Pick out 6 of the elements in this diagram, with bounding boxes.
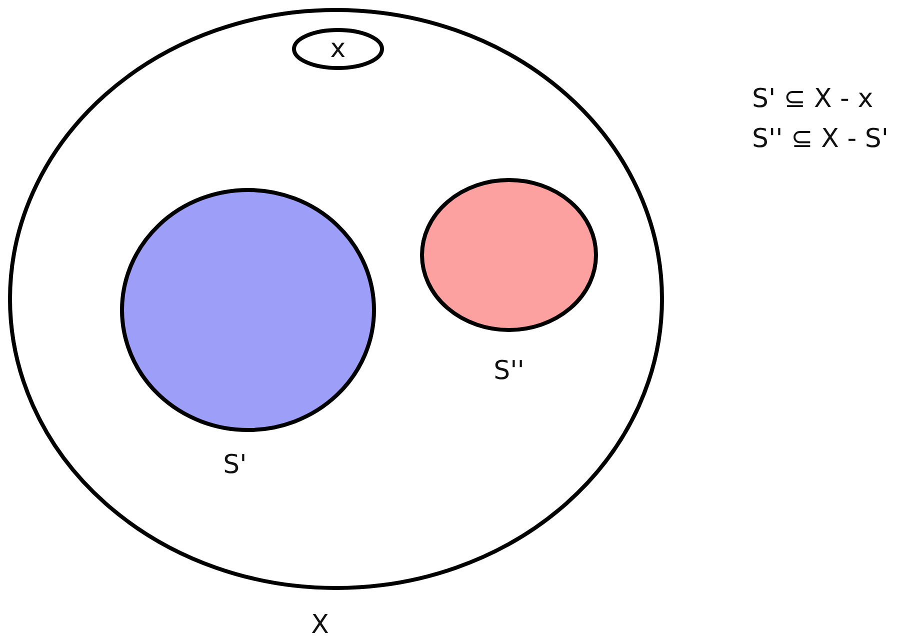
element-label: x bbox=[330, 36, 346, 62]
formula-text: S'' ⊆ X - S' bbox=[752, 126, 888, 152]
subset-label: S' bbox=[223, 452, 247, 478]
subset-label: S'' bbox=[494, 358, 524, 384]
formula-text: S' ⊆ X - x bbox=[752, 86, 874, 112]
set-label: X bbox=[311, 612, 329, 638]
